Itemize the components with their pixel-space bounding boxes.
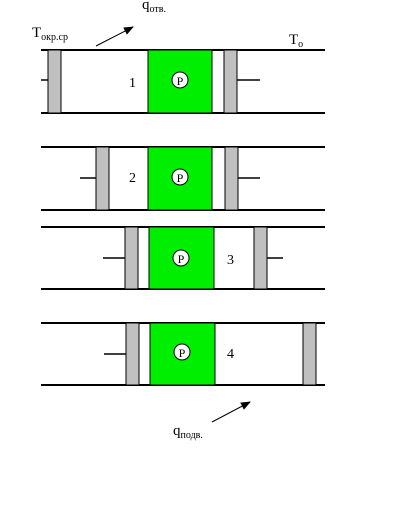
heat-in-arrow	[211, 401, 251, 423]
q-in-main: q	[173, 423, 181, 439]
q-out-sub: отв.	[150, 4, 166, 15]
right-wall-plate	[253, 226, 268, 290]
t0-sub: o	[298, 39, 303, 50]
pressure-gauge-icon	[173, 343, 191, 361]
q-in-sub: подв.	[181, 430, 203, 441]
pressure-gauge-icon	[171, 71, 189, 89]
stage-2: P 2	[41, 146, 325, 211]
gauge-symbol: P	[178, 252, 185, 266]
heat-out-arrow	[95, 26, 134, 47]
stage-4: P 4	[41, 322, 325, 386]
stage-number: 2	[129, 171, 136, 186]
t-env-label: Tокр.ср	[32, 25, 68, 43]
gauge-symbol: P	[177, 74, 184, 88]
gauge-symbol: P	[179, 346, 186, 360]
left-wall-plate	[95, 146, 110, 211]
right-wall-plate	[224, 146, 239, 211]
right-wall-plate	[302, 322, 317, 386]
right-wall-plate	[223, 49, 238, 114]
q-in-label: qподв.	[173, 423, 203, 441]
t-env-sub: окр.ср	[41, 32, 68, 43]
pressure-gauge-icon	[172, 249, 190, 267]
t0-main: T	[289, 32, 298, 48]
t0-label: To	[289, 32, 303, 50]
stage-1: P 1	[41, 49, 325, 114]
left-wall-plate	[125, 322, 140, 386]
stage-number: 3	[227, 253, 234, 268]
q-out-label: qотв.	[142, 0, 166, 15]
stage-number: 4	[227, 347, 234, 362]
stage-3: P 3	[41, 226, 325, 290]
t-env-main: T	[32, 25, 41, 41]
q-out-main: q	[142, 0, 150, 13]
stage-number: 1	[129, 76, 136, 91]
left-wall-plate	[124, 226, 139, 290]
pressure-gauge-icon	[171, 168, 189, 186]
left-wall-plate	[47, 49, 62, 114]
gauge-symbol: P	[177, 171, 184, 185]
